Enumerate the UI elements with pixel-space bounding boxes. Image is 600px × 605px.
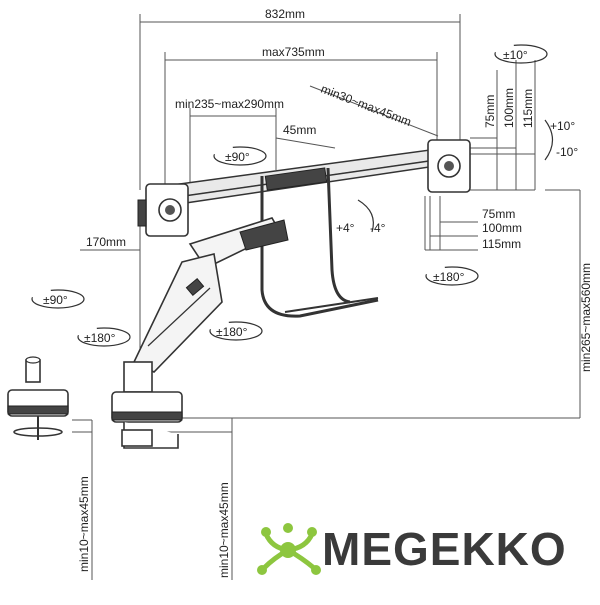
label-tilt-down: -10° — [556, 145, 578, 159]
dimension-labels: 832mm max735mm min235~max290mm min30~max… — [77, 7, 593, 578]
tilt-arrow-icon — [357, 199, 374, 233]
label-rotate-right: ±180° — [433, 270, 465, 284]
label-vesa-v-115: 115mm — [521, 89, 535, 128]
label-adjust-range: min30~max45mm — [319, 82, 413, 129]
desk-clamp-main — [111, 391, 183, 449]
monitor-arm-illustration — [7, 139, 471, 449]
label-clamp-range-1: min10~max45mm — [77, 476, 91, 572]
label-vesa-h-115: 115mm — [482, 237, 521, 251]
label-tilt-center-plus: +4° — [336, 221, 355, 235]
label-vesa-v-100: 100mm — [502, 88, 516, 128]
rotate-arrow-icon — [77, 327, 131, 347]
label-vesa-h-100: 100mm — [482, 221, 522, 235]
rotate-arrow-icon — [494, 44, 548, 64]
tilt-arrow-icon — [544, 119, 554, 161]
label-tilt-top: ±10° — [503, 48, 528, 62]
label-arm-depth: 170mm — [86, 235, 126, 249]
label-max-width: max735mm — [262, 45, 325, 59]
label-clamp-range-2: min10~max45mm — [217, 482, 231, 578]
label-offset: 45mm — [283, 123, 316, 137]
vesa-plate-left — [137, 183, 189, 237]
label-vesa-v-75: 75mm — [483, 95, 497, 128]
label-tilt-center-minus: -4° — [370, 221, 386, 235]
label-arm-rotate: ±180° — [216, 325, 248, 339]
rotate-arrow-icon — [209, 321, 263, 341]
vesa-plate-right — [427, 139, 471, 193]
desk-clamp-grommet — [7, 356, 69, 440]
label-swivel-left: ±90° — [225, 150, 250, 164]
rotation-markers: ±10° +10° -10° ±90° +4° -4° ±180° ±90° ±… — [31, 44, 578, 347]
label-spacing-range: min235~max290mm — [175, 97, 284, 111]
label-clamp-swivel: ±90° — [43, 293, 68, 307]
rotate-arrow-icon — [425, 266, 479, 286]
rotate-arrow-icon — [31, 289, 85, 309]
label-tilt-up: +10° — [550, 119, 575, 133]
label-vesa-h-75: 75mm — [482, 207, 515, 221]
brand-name: MEGEKKO — [322, 523, 567, 575]
label-clamp-rotate: ±180° — [84, 331, 116, 345]
megekko-logo-icon — [257, 523, 321, 575]
label-total-width: 832mm — [265, 7, 305, 21]
rotate-arrow-icon — [213, 146, 267, 166]
label-height-range: min265~max560mm — [579, 263, 593, 372]
